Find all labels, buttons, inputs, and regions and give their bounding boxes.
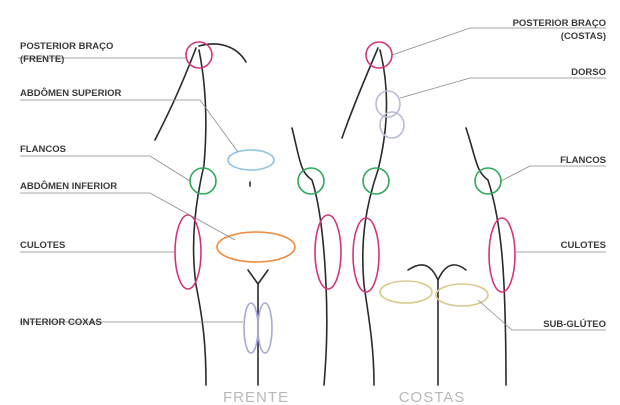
zone-flancos-front-right xyxy=(298,168,324,194)
zone-culotes-front-right xyxy=(315,215,341,289)
label-culotes-right: CULOTES xyxy=(561,240,606,251)
zone-interior-coxas-left xyxy=(244,303,258,353)
zone-posterior-braco-back xyxy=(366,42,392,68)
label-posterior-braco-back: POSTERIOR BRAÇO xyxy=(513,18,606,29)
label-culotes-left: CULOTES xyxy=(20,240,65,251)
zone-interior-coxas-right xyxy=(258,303,272,353)
back-body-outline xyxy=(342,48,506,385)
label-interior-coxas: INTERIOR COXAS xyxy=(20,317,102,328)
front-body-outline xyxy=(155,44,327,385)
label-flancos-right: FLANCOS xyxy=(560,155,606,166)
zone-sub-gluteo-right xyxy=(436,284,488,306)
label-posterior-braco-back-sub: (COSTAS) xyxy=(561,31,606,42)
zone-abdomen-superior xyxy=(228,150,274,170)
caption-back: COSTAS xyxy=(399,389,466,405)
zone-culotes-back-left xyxy=(353,218,379,292)
zone-sub-gluteo-left xyxy=(380,281,432,303)
leader-lines xyxy=(18,28,606,330)
label-abdomen-superior: ABDÔMEN SUPERIOR xyxy=(20,87,121,99)
label-flancos-left: FLANCOS xyxy=(20,144,66,155)
label-abdomen-inferior: ABDÔMEN INFERIOR xyxy=(20,180,117,192)
label-posterior-braco-front: POSTERIOR BRAÇO xyxy=(20,41,113,52)
caption-front: FRENTE xyxy=(223,389,289,405)
label-posterior-braco-front-sub: (FRENTE) xyxy=(20,54,64,65)
zone-flancos-back-left xyxy=(363,168,389,194)
zone-culotes-front-left xyxy=(175,215,201,289)
label-sub-gluteo: SUB-GLÚTEO xyxy=(543,318,606,330)
label-dorso: DORSO xyxy=(571,67,606,78)
